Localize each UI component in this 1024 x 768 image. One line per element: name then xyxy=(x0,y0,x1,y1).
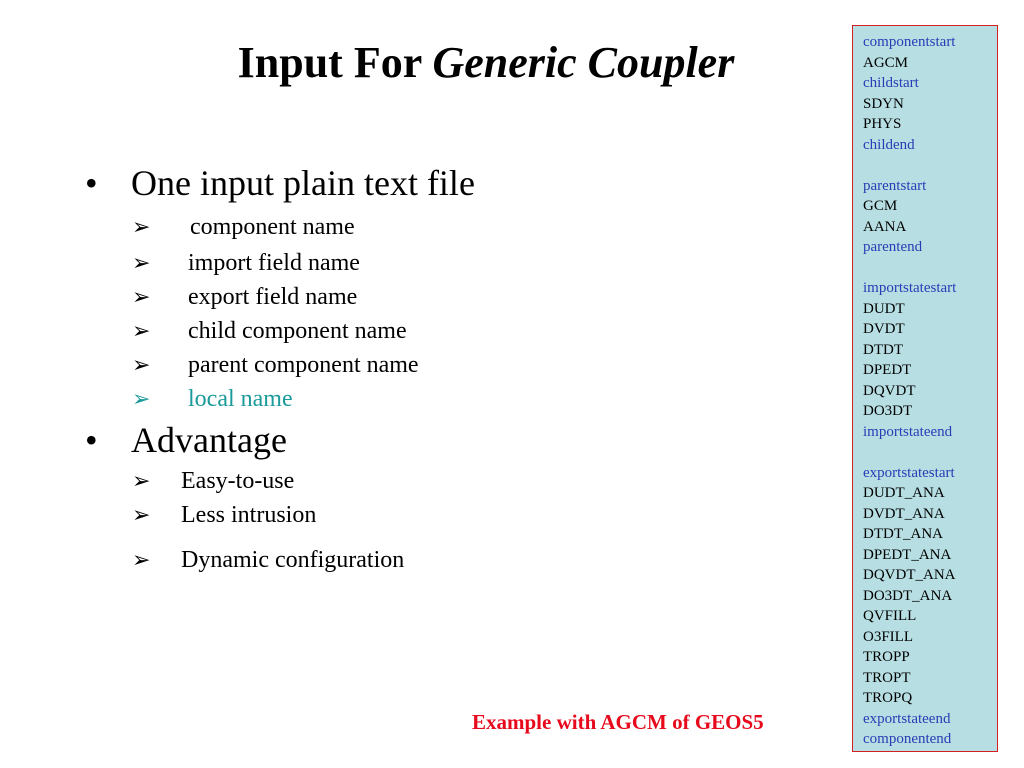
config-value: QVFILL xyxy=(863,608,917,624)
config-keyword: childend xyxy=(863,136,915,153)
config-value: TROPQ xyxy=(863,690,913,706)
config-value: O3FILL xyxy=(863,628,913,645)
config-value: DUDT_ANA xyxy=(863,485,945,501)
title-italic: Generic Coupler xyxy=(432,38,735,87)
arrow-icon: ➢ xyxy=(132,386,151,411)
config-value: DQVDT xyxy=(863,382,916,399)
config-value: DTDT xyxy=(863,341,903,358)
config-keyword: importstateend xyxy=(863,423,953,440)
config-value: DVDT xyxy=(863,321,905,337)
config-value: DQVDT_ANA xyxy=(863,567,956,583)
arrow-icon: ➢ xyxy=(132,502,151,527)
config-value: DPEDT xyxy=(863,362,912,378)
config-value: TROPP xyxy=(863,649,910,665)
config-keyword: parentstart xyxy=(863,177,927,194)
bullet-text: Advantage xyxy=(131,420,287,460)
title-normal: Input For xyxy=(237,38,433,87)
config-value: DO3DT_ANA xyxy=(863,587,953,604)
config-blank-line xyxy=(863,258,956,279)
config-keyword: componentend xyxy=(863,731,952,747)
config-keyword: parentend xyxy=(863,239,923,255)
arrow-icon: ➢ xyxy=(132,352,151,377)
config-value: TROPT xyxy=(863,669,911,686)
config-keyword: exportstateend xyxy=(863,710,951,727)
config-keyword: componentstart xyxy=(863,34,956,50)
config-value: DTDT_ANA xyxy=(863,526,943,542)
bullet-dot: • xyxy=(85,420,98,460)
arrow-icon: ➢ xyxy=(132,318,151,343)
config-value: AGCM xyxy=(863,54,909,71)
arrow-icon: ➢ xyxy=(132,468,151,493)
slide-title: Input For Generic Coupler xyxy=(150,35,822,91)
config-keyword: importstatestart xyxy=(863,280,957,296)
config-blank-line xyxy=(863,155,956,176)
config-value: GCM xyxy=(863,198,898,214)
config-keyword: exportstatestart xyxy=(863,464,955,481)
config-keyword: childstart xyxy=(863,75,919,91)
arrow-icon: ➢ xyxy=(132,250,151,275)
config-value: AANA xyxy=(863,218,907,235)
arrow-icon: ➢ xyxy=(132,214,151,239)
arrow-icon: ➢ xyxy=(132,547,151,572)
bullet-dot: • xyxy=(85,163,98,203)
config-value: DO3DT xyxy=(863,403,913,419)
arrow-icon: ➢ xyxy=(132,284,151,309)
config-blank-line xyxy=(863,442,956,463)
config-value: PHYS xyxy=(863,116,902,132)
example-caption: Example with AGCM of GEOS5 xyxy=(472,710,764,734)
config-value: SDYN xyxy=(863,95,904,112)
config-value: DUDT xyxy=(863,300,905,317)
bullet-text: One input plain text file xyxy=(131,163,475,203)
config-value: DVDT_ANA xyxy=(863,505,945,522)
config-value: DPEDT_ANA xyxy=(863,546,952,563)
